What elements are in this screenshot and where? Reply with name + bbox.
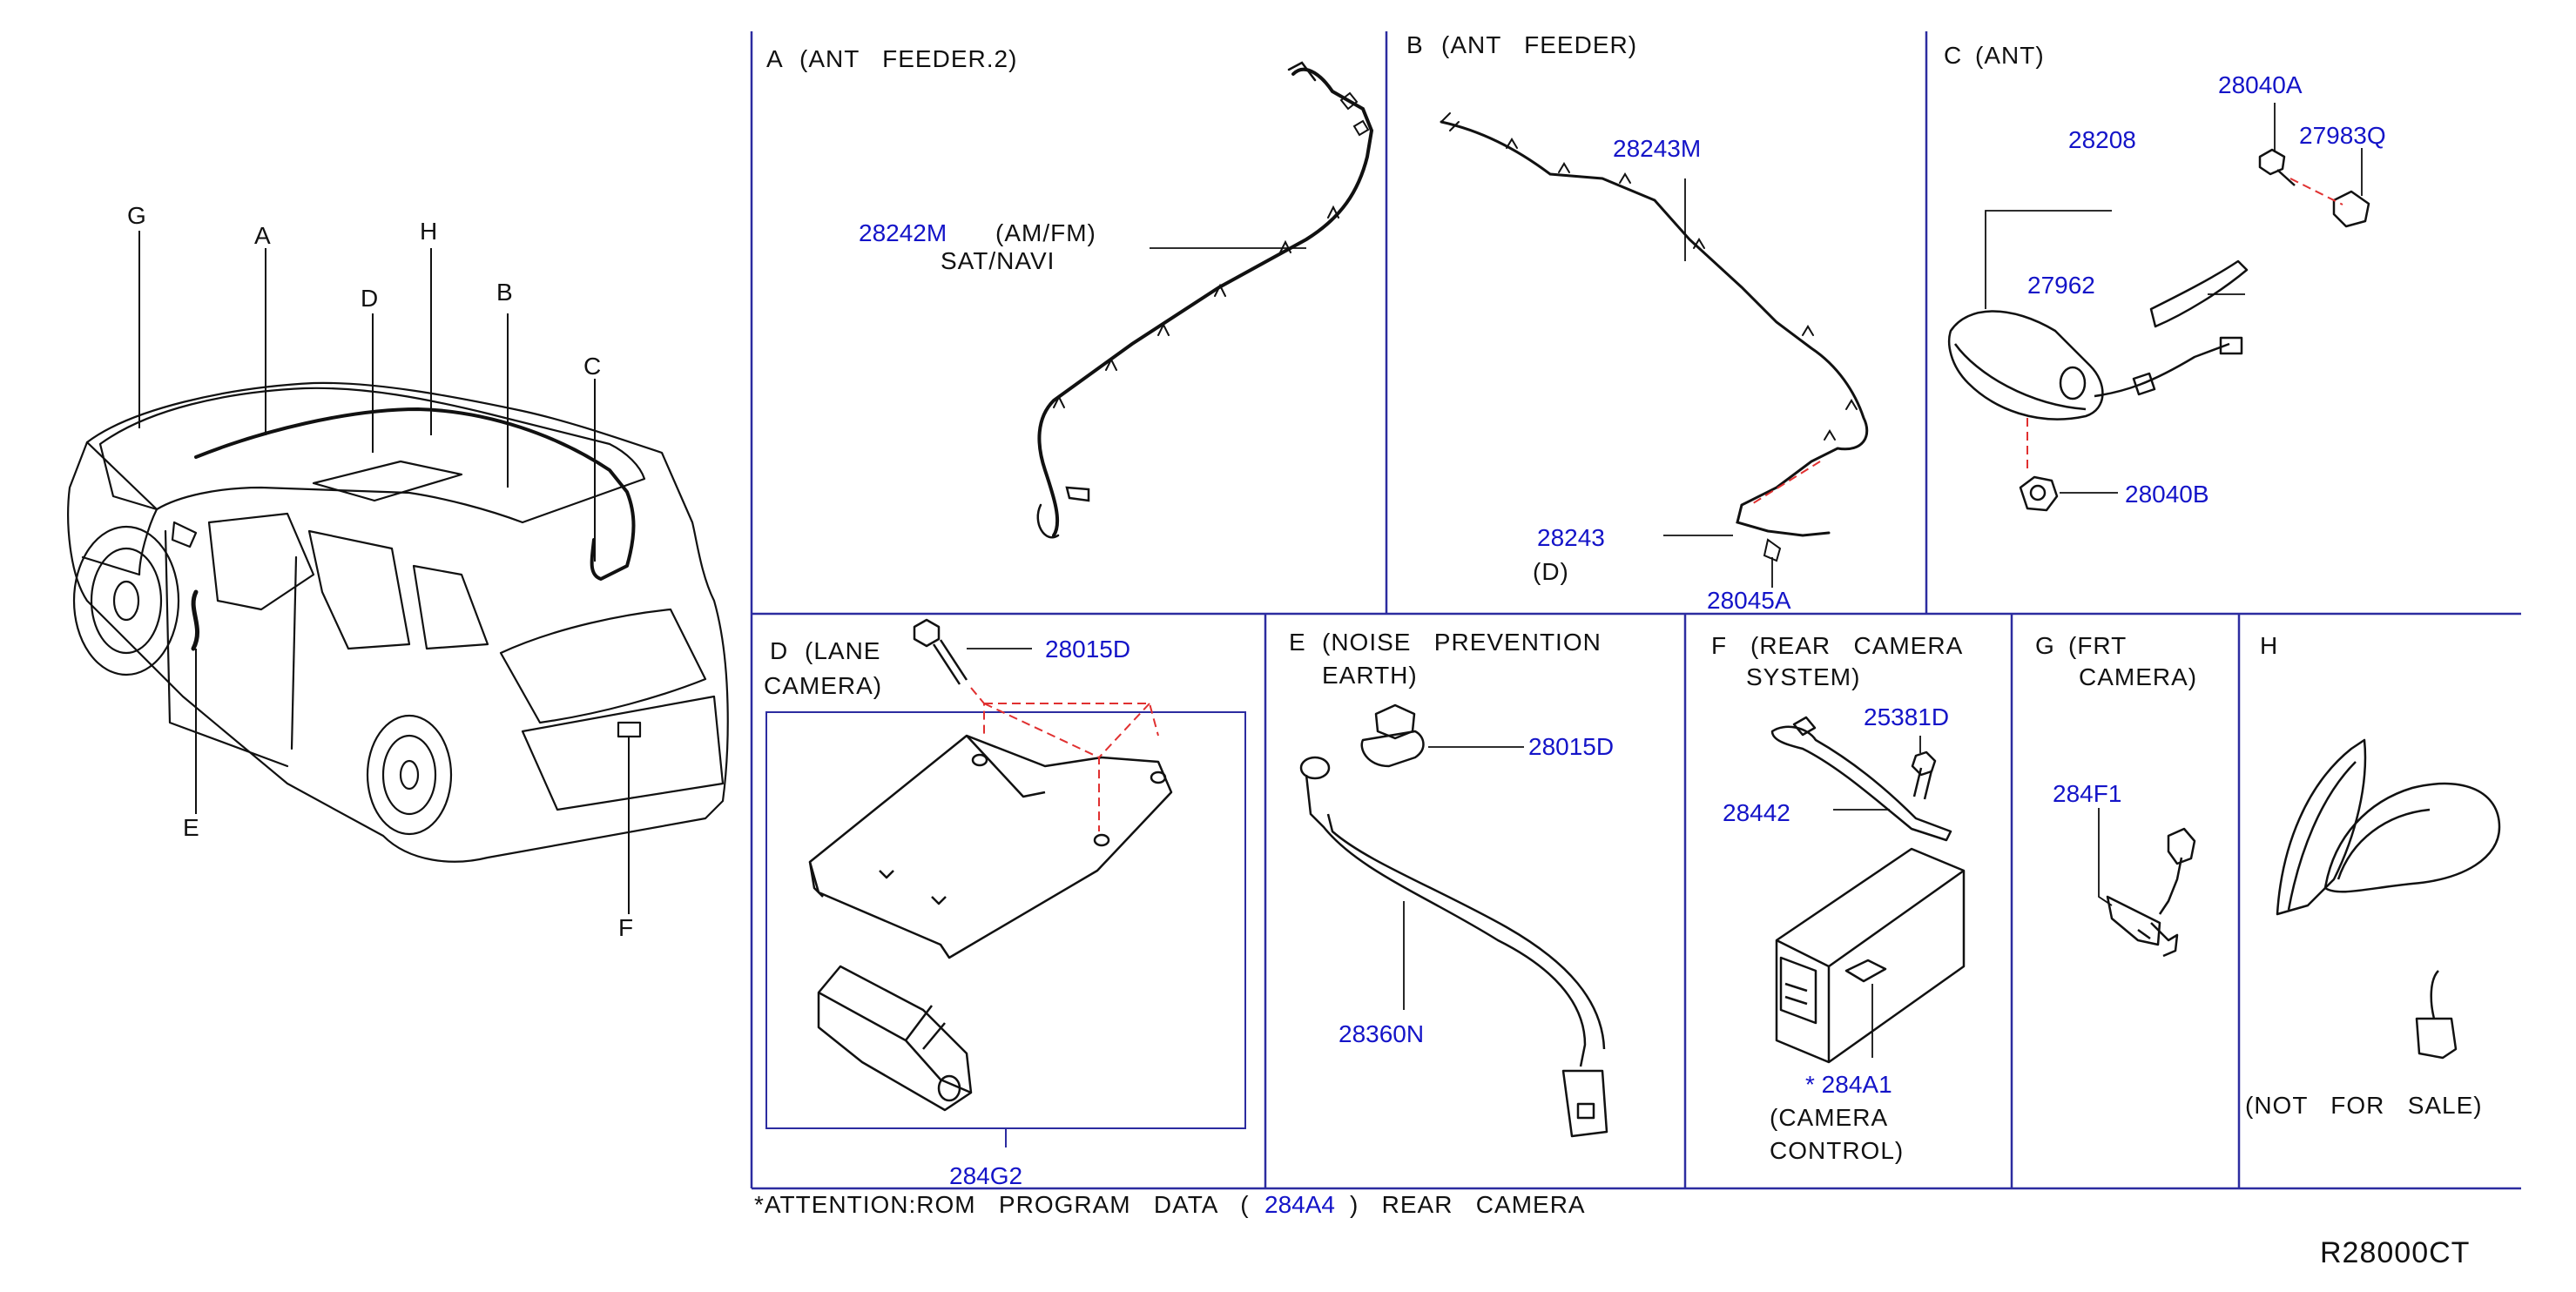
section-b-dash <box>1750 461 1821 506</box>
section-a-letter: A <box>766 45 784 72</box>
section-c-leaders <box>1985 103 2363 494</box>
part-number-28040a[interactable]: 28040A <box>2218 71 2303 98</box>
section-c-dashes <box>2026 178 2343 470</box>
vehicle-callout-b: B <box>496 279 514 306</box>
section-h-letter: H <box>2260 632 2279 659</box>
section-g-title-line1: (FRT <box>2068 632 2128 659</box>
part-number-28243m[interactable]: 28243M <box>1613 135 1702 162</box>
section-e-title-line2: EARTH) <box>1322 662 1418 689</box>
section-g-leader <box>2098 808 2113 906</box>
section-b-graphic <box>1440 112 1869 562</box>
section-c-letter: C <box>1944 42 1963 69</box>
section-c-graphic <box>1947 148 2370 512</box>
part-number-284a4[interactable]: 284A4 <box>1264 1191 1335 1218</box>
attention-prefix: *ATTENTION:ROM PROGRAM DATA ( <box>754 1191 1250 1218</box>
part-number-284g2[interactable]: 284G2 <box>949 1162 1023 1189</box>
section-a-title: (ANT FEEDER.2) <box>799 45 1018 72</box>
vehicle-illustration <box>67 381 729 863</box>
section-a-graphic <box>1036 61 1374 539</box>
part-number-28045a[interactable]: 28045A <box>1707 587 1791 614</box>
section-d-letter: D <box>770 637 789 664</box>
vehicle-callout-e: E <box>183 814 200 841</box>
part-number-28015d-lane[interactable]: 28015D <box>1045 636 1131 663</box>
part-desc-sat-navi: SAT/NAVI <box>941 247 1055 274</box>
part-number-28208[interactable]: 28208 <box>2068 126 2136 153</box>
part-number-284f1[interactable]: 284F1 <box>2053 780 2122 807</box>
section-d-title-line1: (LANE <box>805 637 881 664</box>
section-g-title-line2: CAMERA) <box>2079 663 2198 690</box>
vehicle-callout-h: H <box>420 218 439 245</box>
section-b-letter: B <box>1406 31 1424 58</box>
part-note-control: CONTROL) <box>1770 1137 1905 1164</box>
part-desc-am-fm: (AM/FM) <box>995 219 1096 246</box>
diagram-code: R28000CT <box>2320 1236 2471 1269</box>
part-number-27983q[interactable]: 27983Q <box>2299 122 2386 149</box>
section-h-graphic <box>2276 738 2501 1060</box>
section-b-title: (ANT FEEDER) <box>1441 31 1638 58</box>
section-e-leaders <box>1403 746 1524 1010</box>
section-f-title-line2: SYSTEM) <box>1746 663 1861 690</box>
part-number-28360n[interactable]: 28360N <box>1339 1020 1425 1047</box>
section-b-leaders <box>1663 178 1773 588</box>
vehicle-callout-leaders <box>138 231 630 914</box>
attention-suffix: ) REAR CAMERA <box>1350 1191 1586 1218</box>
section-e-letter: E <box>1289 629 1306 656</box>
part-number-27962[interactable]: 27962 <box>2027 272 2095 299</box>
section-g-graphic <box>2106 827 2196 958</box>
part-note-camera: (CAMERA <box>1770 1104 1889 1131</box>
section-e-graphic <box>1299 703 1608 1138</box>
section-f-leaders <box>1833 736 1921 1058</box>
section-d-dashes <box>970 687 1159 831</box>
section-d-title-line2: CAMERA) <box>764 672 883 699</box>
vehicle-callout-a: A <box>254 222 272 249</box>
part-note-d: (D) <box>1533 558 1569 585</box>
vehicle-callout-d: D <box>361 285 380 312</box>
part-number-284a1[interactable]: * 284A1 <box>1805 1071 1892 1098</box>
part-number-28442[interactable]: 28442 <box>1723 799 1790 826</box>
panel-frame <box>750 31 2521 1190</box>
section-d-graphic <box>808 618 1173 1112</box>
part-number-28040b[interactable]: 28040B <box>2125 481 2209 508</box>
part-number-28243[interactable]: 28243 <box>1537 524 1605 551</box>
section-f-letter: F <box>1711 632 1728 659</box>
part-number-28242m[interactable]: 28242M <box>859 219 947 246</box>
section-h-note: (NOT FOR SALE) <box>2245 1092 2483 1119</box>
part-number-25381d[interactable]: 25381D <box>1864 703 1950 730</box>
section-f-title-line1: (REAR CAMERA <box>1750 632 1964 659</box>
part-number-28015d-earth[interactable]: 28015D <box>1528 733 1615 760</box>
vehicle-callout-f: F <box>618 914 635 941</box>
section-f-graphic <box>1770 716 1966 1064</box>
section-e-title-line1: (NOISE PREVENTION <box>1322 629 1602 656</box>
section-g-letter: G <box>2035 632 2055 659</box>
vehicle-callout-g: G <box>127 202 147 229</box>
vehicle-callout-c: C <box>583 353 603 380</box>
section-c-title: (ANT) <box>1975 42 2045 69</box>
